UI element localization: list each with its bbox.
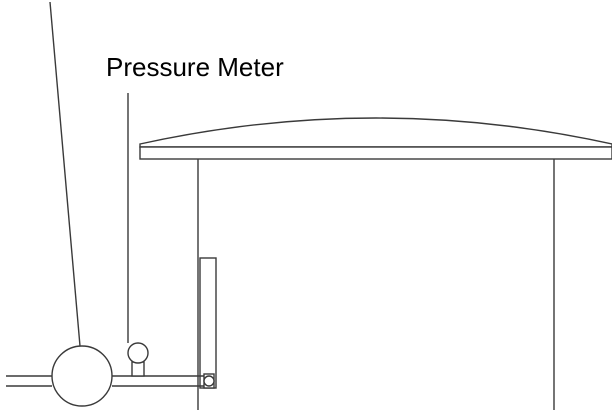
- inlet-pipe-right: [112, 375, 206, 387]
- pipe-fitting: [203, 373, 215, 389]
- pressure-gauge: [127, 342, 149, 377]
- tank-body: [197, 159, 555, 410]
- pump-leader-line: [49, 1, 81, 347]
- inlet-pipe-left: [6, 375, 52, 387]
- pump: [51, 345, 113, 407]
- tank-roof: [139, 117, 612, 160]
- pressure-meter-label: Pressure Meter: [106, 52, 284, 82]
- level-indicator: [199, 257, 217, 389]
